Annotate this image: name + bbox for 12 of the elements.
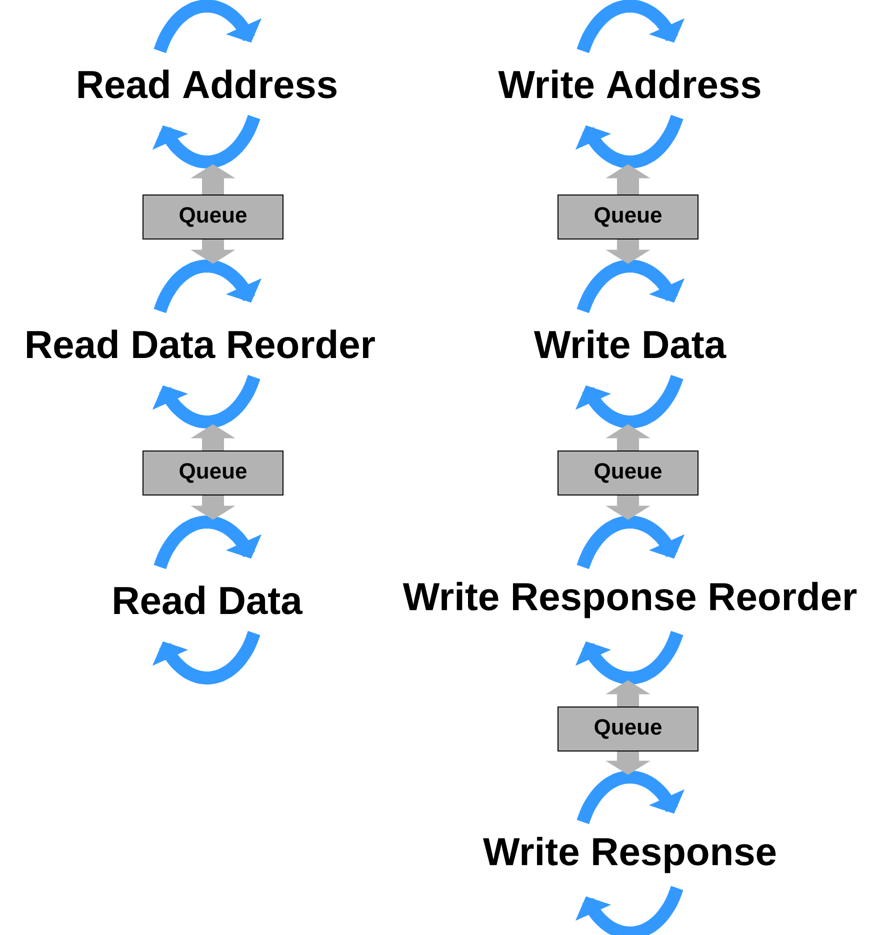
queue-box: Queue [142,194,284,240]
queue-box: Queue [142,450,284,496]
stage-label: Write Address [498,70,760,98]
stage-label: Read Address [78,70,336,98]
queue-box: Queue [558,450,698,496]
stage-label: Write Response [483,836,776,874]
stage-label: Read Data [114,586,303,614]
stage-label: Write Response Reorder [402,582,857,618]
queue-box: Queue [558,706,698,752]
queue-box: Queue [558,194,698,240]
stage-label: Read Data Reorder [27,330,375,358]
stage-label: Write Data [534,330,726,358]
